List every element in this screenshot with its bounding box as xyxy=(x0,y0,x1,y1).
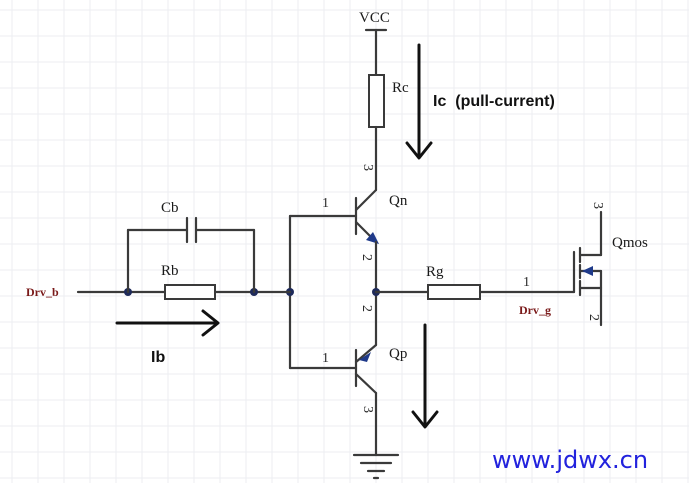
mos-gate-pin: 1 xyxy=(523,275,530,290)
ib-arrow xyxy=(115,309,220,337)
qp-label: Qp xyxy=(389,346,407,362)
qp-emitter-pin: 2 xyxy=(359,305,374,312)
ground-symbol xyxy=(352,453,400,480)
mos-source-pin: 2 xyxy=(586,314,601,321)
mos-body-arrow xyxy=(582,266,593,276)
mos-drain-pin: 3 xyxy=(590,202,605,209)
resistor-rc xyxy=(368,74,385,128)
transistor-qp xyxy=(354,343,378,395)
mosfet-qmos xyxy=(572,210,603,327)
rg-label: Rg xyxy=(426,264,444,280)
qp-base-pin: 1 xyxy=(322,351,329,366)
drv-b-net-label: Drv_b xyxy=(26,285,59,299)
ic-annotation: Ic (pull-current) xyxy=(433,93,555,110)
resistor-rb xyxy=(164,284,216,300)
site-watermark: www.jdwx.cn xyxy=(492,446,648,474)
qn-collector-pin: 3 xyxy=(360,164,375,171)
qn-label: Qn xyxy=(389,193,408,209)
qp-collector-pin: 3 xyxy=(360,406,375,413)
ic-return-arrow xyxy=(411,323,439,429)
qp-emitter-arrow xyxy=(359,352,371,362)
qmos-label: Qmos xyxy=(612,235,648,251)
drv-g-net-label: Drv_g xyxy=(519,303,551,317)
cb-label: Cb xyxy=(161,200,179,216)
rc-label: Rc xyxy=(392,80,409,96)
qn-base-pin: 1 xyxy=(322,196,329,211)
qn-emitter-pin: 2 xyxy=(359,254,374,261)
ic-arrow xyxy=(405,43,433,160)
rb-label: Rb xyxy=(161,263,179,279)
vcc-label: VCC xyxy=(359,10,390,26)
resistor-rg xyxy=(427,284,481,300)
ib-annotation: Ib xyxy=(151,349,165,366)
